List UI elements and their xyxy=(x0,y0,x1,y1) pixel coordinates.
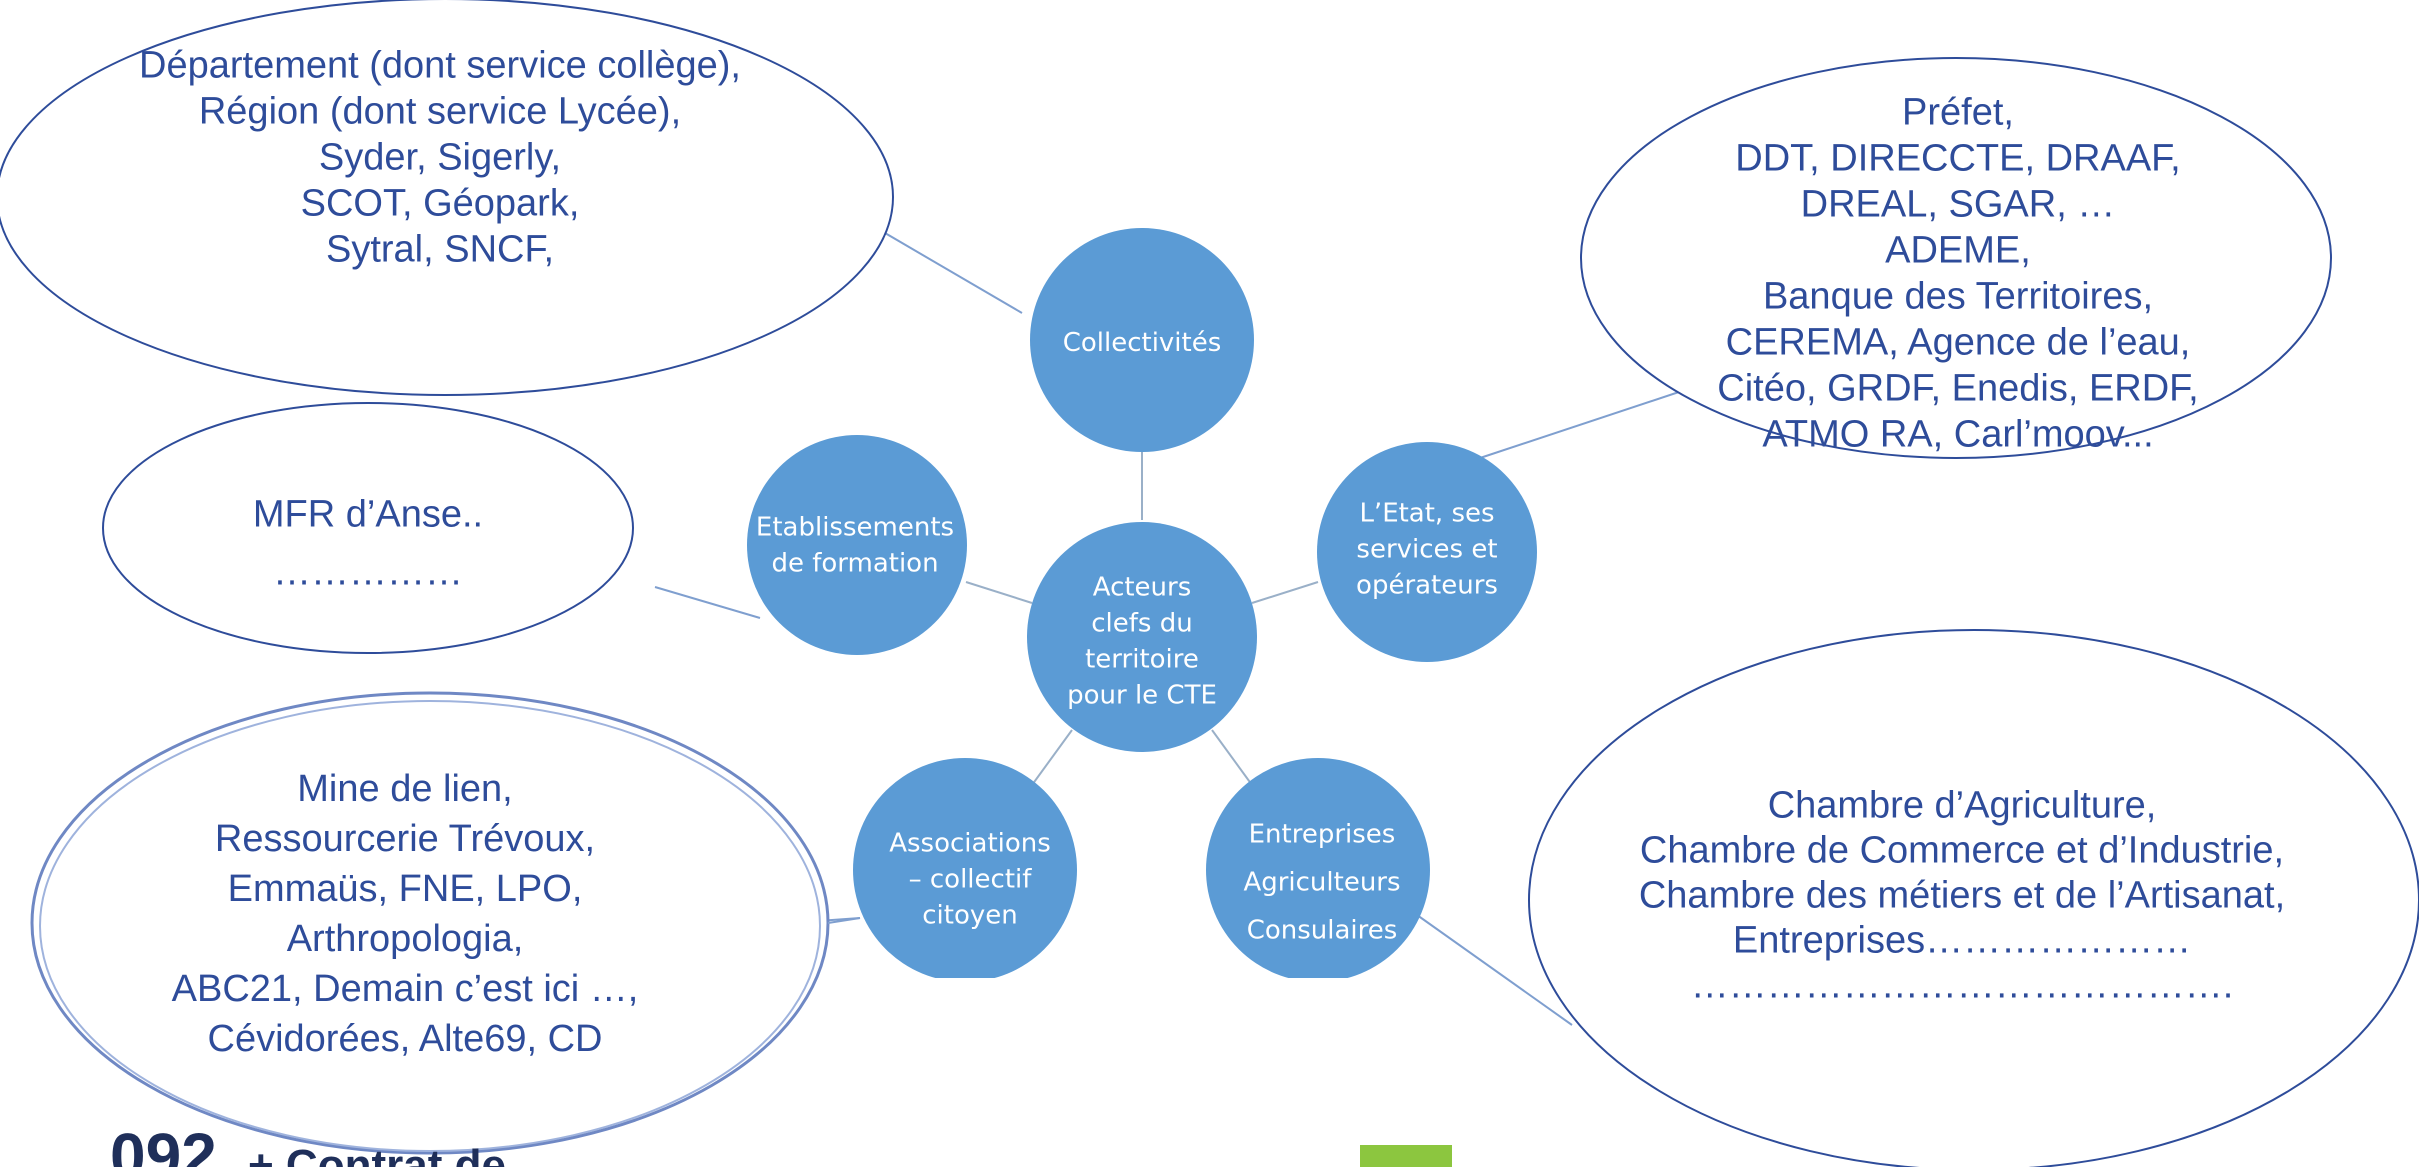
callout-entreprises-text-line-0: Chambre d’Agriculture, xyxy=(1768,784,2157,826)
node-center-circle xyxy=(1027,522,1257,752)
callout-associations-text-line-2: Emmaüs, FNE, LPO, xyxy=(228,868,583,910)
node-etat-label: L’Etat, ses services et opérateurs xyxy=(1356,499,1498,601)
node-center-label-line-0: Acteurs xyxy=(1093,573,1192,603)
callout-associations-ellipse-inner xyxy=(39,700,821,1152)
spoke-etat xyxy=(1251,581,1319,604)
callout-etat-text-line-1: DDT, DIRECCTE, DRAAF, xyxy=(1735,138,2180,180)
callout-associations-text: Mine de lien, Ressourcerie Trévoux, Emmaüs… xyxy=(172,768,639,1060)
callout-collectivites-text: Département (dont service collège),Régio… xyxy=(139,45,741,271)
spoke-formation xyxy=(965,581,1033,604)
node-collectivites-label-line-0: Collectivités xyxy=(1063,328,1222,358)
node-etat-label-line-2: opérateurs xyxy=(1356,571,1498,601)
node-associations-circle xyxy=(853,758,1077,982)
callout-entreprises-text-line-2: Chambre des métiers et de l’Artisanat, xyxy=(1639,874,2285,916)
callout-associations-text-line-3: Arthropologia, xyxy=(287,918,524,960)
callout-collectivites-text-line-1: Région (dont service Lycée), xyxy=(199,91,681,133)
node-etat-circle xyxy=(1317,442,1537,662)
callout-associations-text-line-4: ABC21, Demain c’est ici …, xyxy=(172,968,639,1010)
node-etat-label-line-0: L’Etat, ses xyxy=(1359,499,1494,529)
node-center-label-line-2: territoire xyxy=(1085,645,1199,675)
circles xyxy=(747,228,1537,982)
node-center-label: Acteurs clefs du territoire pour le CTE xyxy=(1067,573,1217,711)
node-associations-label-line-2: citoyen xyxy=(922,901,1017,931)
callout-formation-text: MFR d’Anse.. …………… xyxy=(253,494,483,594)
callout-collectivites-text-line-0: Département (dont service collège), xyxy=(139,45,741,87)
node-associations-label-line-0: Associations xyxy=(889,829,1051,859)
callout-etat-text-line-2: DREAL, SGAR, … xyxy=(1801,184,2116,226)
spoke-associations xyxy=(1031,729,1073,786)
callout-formation-ellipse xyxy=(102,402,634,654)
node-collectivites-circle xyxy=(1030,228,1254,452)
node-entreprises-label-line-2: Consulaires xyxy=(1247,915,1398,945)
node-formation-label-line-0: Etablissements xyxy=(756,513,954,543)
callout-etat-text-line-4: Banque des Territoires, xyxy=(1763,276,2153,318)
associations-bottom-mask xyxy=(820,978,1110,1038)
callout-etat-text-line-3: ADEME, xyxy=(1885,230,2031,272)
callout-formation-text-line-0: MFR d’Anse.. xyxy=(253,494,483,536)
node-associations-label-line-1: – collectif xyxy=(909,865,1033,895)
node-etat-label-line-1: services et xyxy=(1356,535,1497,565)
footer-partner-logo xyxy=(1360,1145,1452,1167)
callout-etat-text-line-0: Préfet, xyxy=(1902,92,2014,134)
callout-etat-text-line-6: Citéo, GRDF, Enedis, ERDF, xyxy=(1717,368,2198,410)
callout-etat-text-line-5: CEREMA, Agence de l’eau, xyxy=(1726,322,2191,364)
spokes xyxy=(965,450,1319,786)
node-entreprises-label-line-1: Agriculteurs xyxy=(1243,867,1400,897)
node-center-label-line-1: clefs du xyxy=(1091,609,1192,639)
clip-masks xyxy=(820,978,1450,1038)
callout-associations-text-line-0: Mine de lien, xyxy=(297,768,512,810)
node-entreprises-circle xyxy=(1206,758,1430,982)
callout-etat-ellipse xyxy=(1580,57,2332,459)
callout-connectors xyxy=(654,232,1701,1026)
spoke-entreprises xyxy=(1211,729,1253,786)
footer-caption: + Contrat de xyxy=(248,1141,506,1167)
node-labels: Collectivités Etablissements de formation… xyxy=(756,328,1498,945)
callout-collectivites-text-line-4: Sytral, SNCF, xyxy=(326,229,554,271)
node-formation-circle xyxy=(747,435,967,655)
callout-etat-text-line-7: ATMO RA, Carl’moov... xyxy=(1762,414,2153,456)
callout-collectivites-ellipse xyxy=(0,0,894,396)
callout-entreprises-text-line-4: ……………………………………. xyxy=(1691,964,2234,1006)
associations-connector-tail xyxy=(827,917,861,924)
callout-labels: Département (dont service collège),Régio… xyxy=(139,45,2285,1060)
node-formation-label-line-1: de formation xyxy=(771,549,938,579)
callout-associations-text-line-1: Ressourcerie Trévoux, xyxy=(215,818,595,860)
node-formation-label: Etablissements de formation xyxy=(756,513,954,579)
entreprises-bottom-mask xyxy=(1195,978,1450,1038)
footer-logo: 092 xyxy=(110,1120,217,1167)
connector-entreprises xyxy=(1409,909,1573,1026)
node-center-label-line-3: pour le CTE xyxy=(1067,681,1217,711)
callout-etat-text: Préfet,DDT, DIRECCTE, DRAAF,DREAL, SGAR,… xyxy=(1717,92,2198,456)
callout-collectivites-text-line-2: Syder, Sigerly, xyxy=(319,137,561,179)
callout-entreprises-text-line-1: Chambre de Commerce et d’Industrie, xyxy=(1640,829,2284,871)
callout-collectivites-text-line-3: SCOT, Géopark, xyxy=(301,183,580,225)
connector-collectivites xyxy=(884,232,1023,314)
connector-etat xyxy=(1479,384,1701,459)
connector-formation xyxy=(654,586,761,619)
callout-entreprises-text: Chambre d’Agriculture,Chambre de Commerc… xyxy=(1639,784,2285,1006)
callout-formation-text-line-1: …………… xyxy=(273,552,463,594)
node-associations-label: Associations – collectif citoyen xyxy=(889,829,1051,931)
node-entreprises-label-line-0: Entreprises xyxy=(1249,819,1396,849)
callout-associations-text-line-5: Cévidorées, Alte69, CD xyxy=(208,1018,603,1060)
node-collectivites-label: Collectivités xyxy=(1063,328,1222,358)
callout-entreprises-text-line-3: Entreprises………………… xyxy=(1733,919,2191,961)
